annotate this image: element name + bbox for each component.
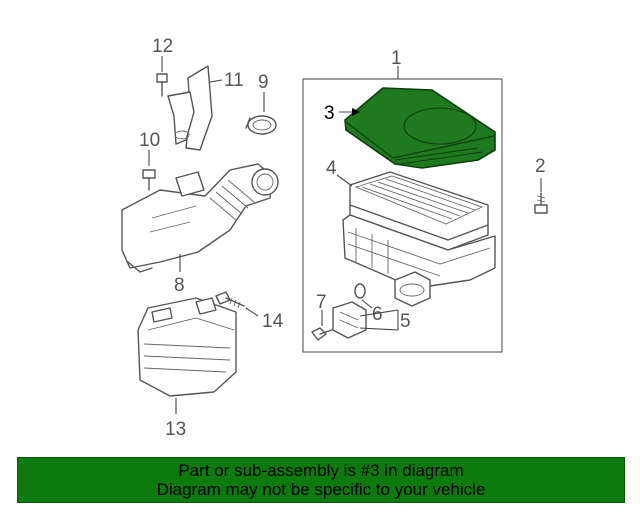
bolt-2 (534, 192, 548, 214)
callout-14-leader (245, 307, 259, 317)
air-cleaner-cap[interactable] (344, 87, 496, 169)
hose-clamp (245, 115, 277, 135)
info-banner: Part or sub-assembly is #3 in diagram Di… (17, 457, 625, 503)
assembly-box (302, 78, 503, 353)
callout-6: 6 (372, 304, 383, 325)
banner-line-1: Part or sub-assembly is #3 in diagram (178, 461, 464, 480)
callout-6-leader (361, 299, 373, 309)
o-ring (354, 283, 366, 299)
banner-line-2: Diagram may not be specific to your vehi… (156, 480, 486, 499)
bracket-11 (167, 65, 213, 151)
callout-9: 9 (258, 72, 269, 93)
callout-14: 14 (262, 311, 284, 332)
callout-2: 2 (535, 156, 546, 177)
callout-8: 8 (174, 275, 185, 296)
screw-7 (311, 327, 333, 341)
callout-4-leader (336, 174, 353, 187)
callout-11-leader (209, 79, 223, 83)
callout-13: 13 (165, 419, 186, 440)
callout-7: 7 (316, 292, 327, 313)
air-flow-meter (332, 301, 367, 339)
callout-5-leader (359, 309, 399, 331)
bolt-10 (142, 169, 156, 191)
callout-4: 4 (326, 158, 337, 179)
lower-case (137, 297, 237, 397)
callout-11: 11 (224, 70, 244, 91)
bolt-12 (156, 73, 168, 97)
callout-1: 1 (391, 48, 402, 69)
air-filter-element (349, 171, 489, 251)
intake-duct (121, 163, 279, 273)
callout-3: 3 (324, 103, 335, 124)
callout-5: 5 (400, 311, 411, 332)
parts-diagram: 1 3 4 6 5 7 (121, 36, 548, 440)
callout-3-arrow (352, 108, 360, 116)
callout-12: 12 (152, 36, 173, 57)
air-cleaner-case (342, 214, 496, 307)
bolt-14 (215, 291, 245, 309)
callout-10: 10 (139, 130, 160, 151)
